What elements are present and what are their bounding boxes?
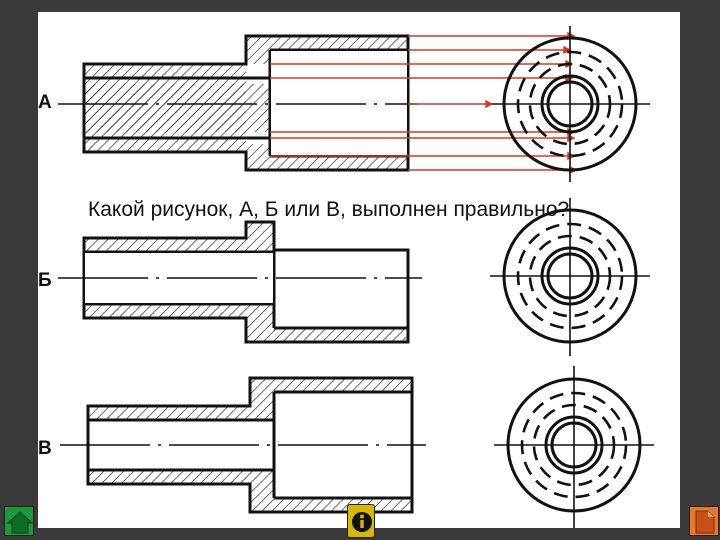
technical-drawing — [58, 26, 654, 528]
slide: Какой рисунок, А, Б или В, выполнен прав… — [38, 12, 680, 528]
next-page-button[interactable] — [689, 506, 719, 536]
question-text: Какой рисунок, А, Б или В, выполнен прав… — [88, 198, 570, 221]
drawing-a-section — [58, 34, 418, 172]
drawing-b-section — [58, 220, 422, 344]
label-a: А — [38, 92, 52, 113]
home-button[interactable] — [4, 506, 34, 536]
circle-view-c — [494, 366, 654, 528]
home-icon — [6, 511, 34, 534]
info-icon — [352, 512, 372, 532]
circle-view-b — [490, 198, 650, 356]
next-page-icon — [695, 510, 715, 534]
info-button[interactable] — [347, 504, 375, 538]
drawing-c-section — [60, 376, 426, 514]
label-b: Б — [38, 270, 52, 291]
circle-view-a — [492, 26, 650, 182]
label-c: В — [38, 438, 52, 459]
